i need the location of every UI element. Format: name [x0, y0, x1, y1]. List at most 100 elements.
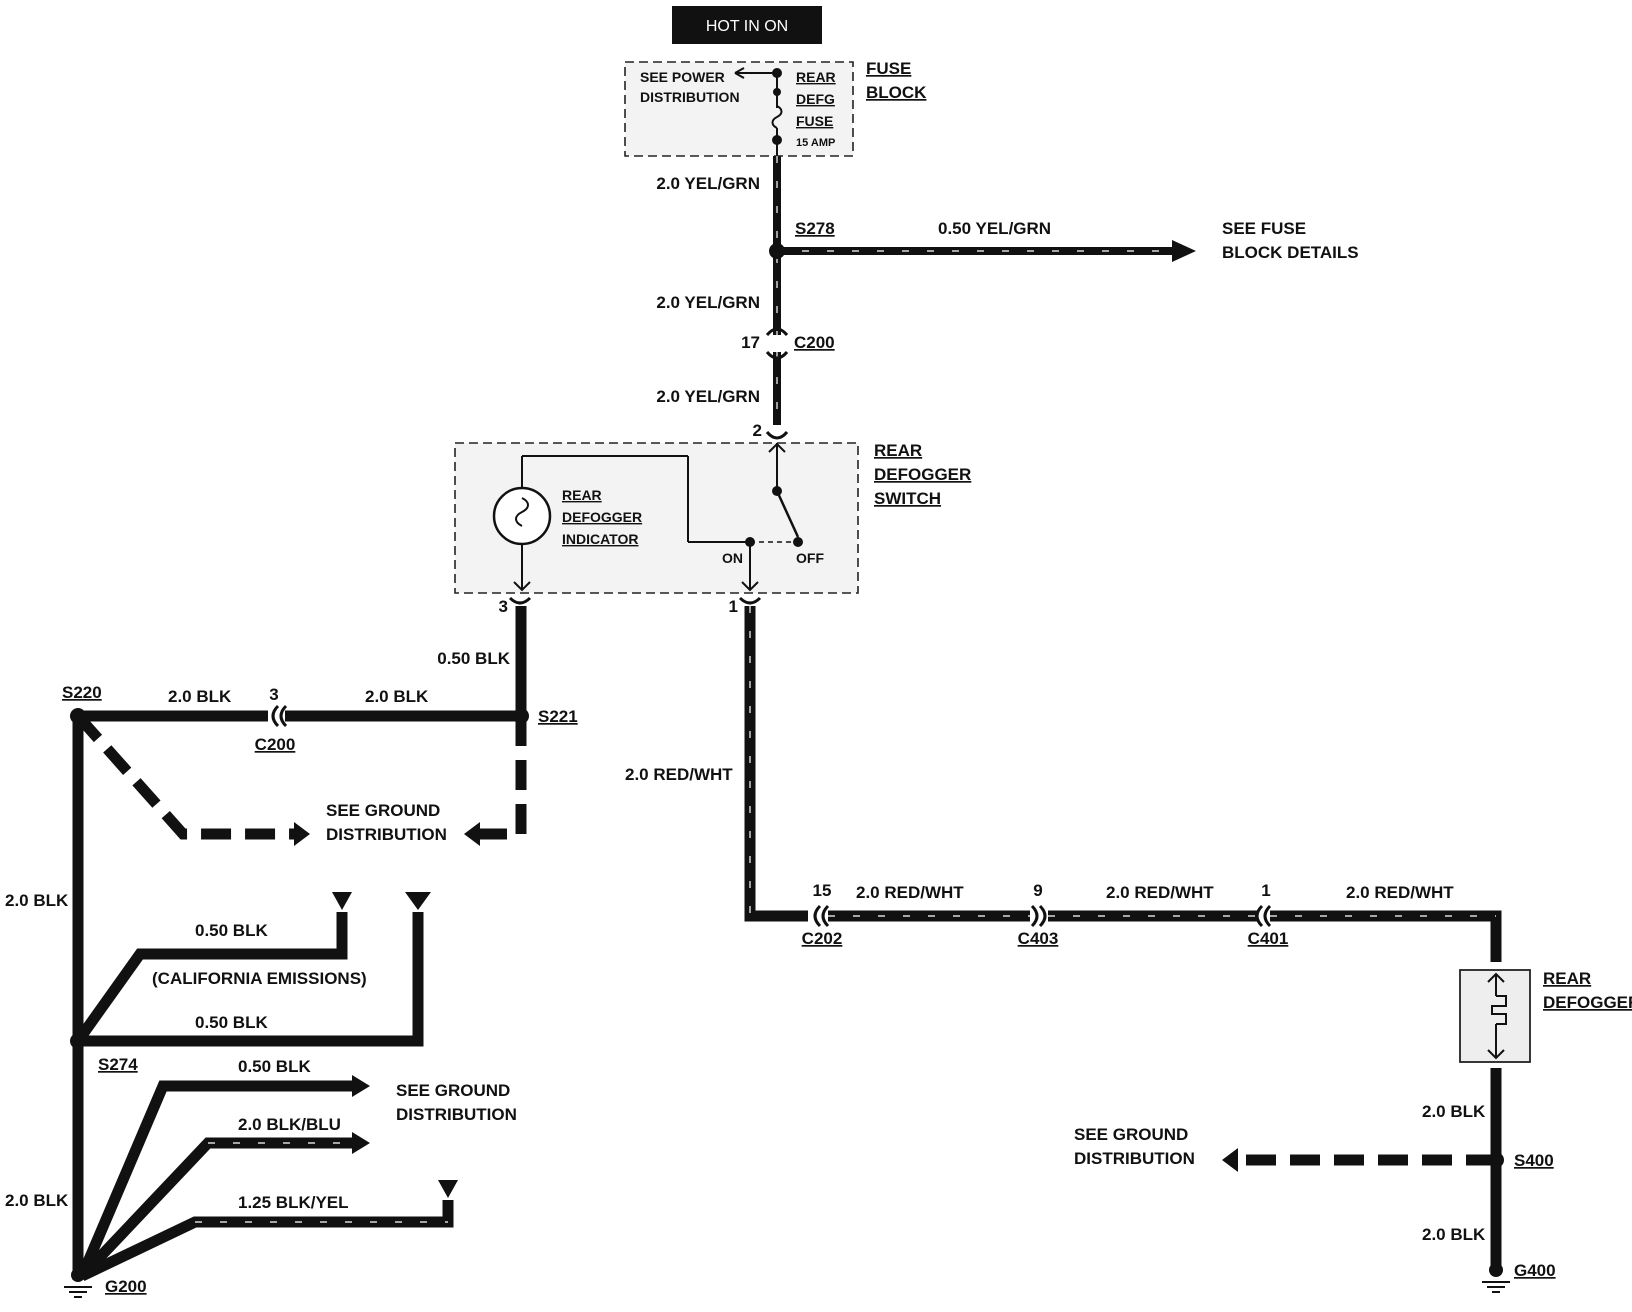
wire-label-c200-to-s221: 2.0 BLK: [365, 687, 429, 706]
splice-s400-label: S400: [1514, 1151, 1554, 1170]
fuse-details-arrow-icon: [1172, 240, 1196, 262]
fuse-see-power-line2: DISTRIBUTION: [640, 89, 740, 105]
see-ground-mid-line2: DISTRIBUTION: [396, 1105, 517, 1124]
fuse-block-title-line1: FUSE: [866, 59, 911, 78]
c200-left-label: C200: [255, 735, 296, 754]
wire-label-s220-to-s274: 2.0 BLK: [5, 891, 69, 910]
see-ground-upper-line2: DISTRIBUTION: [326, 825, 447, 844]
wire-label-switch-pin3: 0.50 BLK: [437, 649, 510, 668]
c202-label: C202: [802, 929, 843, 948]
ground-g200-label: G200: [105, 1277, 147, 1296]
splice-s278-label: S278: [795, 219, 835, 238]
indicator-name-line3: INDICATOR: [562, 531, 638, 547]
splice-s278-group: S278 0.50 YEL/GRN SEE FUSE BLOCK DETAILS: [769, 219, 1359, 262]
wire-label-switch-pin1: 2.0 RED/WHT: [625, 765, 733, 784]
wire-label-s278-to-c200: 2.0 YEL/GRN: [656, 293, 760, 312]
hot-in-on-label: HOT IN ON: [706, 18, 788, 35]
wire-label-s278-branch: 0.50 YEL/GRN: [938, 219, 1051, 238]
wire-label-defogger-to-s400: 2.0 BLK: [1422, 1102, 1486, 1121]
ground-g400-icon: [1482, 1263, 1510, 1293]
see-ground-right-line2: DISTRIBUTION: [1074, 1149, 1195, 1168]
see-fuse-details-line2: BLOCK DETAILS: [1222, 243, 1359, 262]
c401-label: C401: [1248, 929, 1289, 948]
c403-label: C403: [1018, 929, 1059, 948]
indicator-lamp-icon: [492, 486, 552, 546]
fuse-block: SEE POWER DISTRIBUTION REAR DEFG FUSE 15…: [624, 59, 927, 157]
fuse-name-line2: DEFG: [796, 91, 835, 107]
switch-pin-3: 3: [499, 597, 508, 616]
ground-dist-right-arrow-icon: [1222, 1148, 1238, 1172]
c403-pin: 9: [1033, 881, 1042, 900]
c401-pin: 1: [1261, 881, 1270, 900]
see-ground-right-line1: SEE GROUND: [1074, 1125, 1188, 1144]
ground-dist-arrow-right-icon: [464, 822, 480, 846]
fuse-block-title-line2: BLOCK: [866, 83, 927, 102]
fuse-element-icon: [771, 105, 783, 129]
see-ground-upper-line1: SEE GROUND: [326, 801, 440, 820]
see-fuse-details-line1: SEE FUSE: [1222, 219, 1306, 238]
c200-top-pin: 17: [741, 333, 760, 352]
c200-left-pin: 3: [269, 685, 278, 704]
wire-label-g200-branch2: 2.0 BLK/BLU: [238, 1115, 341, 1134]
splice-s221-label: S221: [538, 707, 578, 726]
california-note: (CALIFORNIA EMISSIONS): [152, 969, 367, 988]
fuse-name-line3: FUSE: [796, 113, 833, 129]
ground-g200-icon: [64, 1268, 92, 1298]
splice-s220: [70, 708, 86, 724]
ground-g400-label: G400: [1514, 1261, 1556, 1280]
wire-label-s400-to-g400: 2.0 BLK: [1422, 1225, 1486, 1244]
ground-circuit-left: 0.50 BLK S221 2.0 BLK 2.0 BLK 3 C200 SEE…: [5, 596, 578, 1298]
rear-defogger-switch: 2 REAR DEFOGGER INDICATOR ON OFF REAR DE…: [454, 421, 971, 616]
switch-title-line2: DEFOGGER: [874, 465, 971, 484]
switch-title-line1: REAR: [874, 441, 922, 460]
defogger-title-line1: REAR: [1543, 969, 1591, 988]
wire-label-c403-to-c401: 2.0 RED/WHT: [1106, 883, 1214, 902]
fuse-node-mid: [773, 88, 781, 96]
defogger-grid-icon: [1491, 995, 1507, 1025]
fuse-node-bottom: [772, 135, 782, 145]
wire-label-c401-to-defogger: 2.0 RED/WHT: [1346, 883, 1454, 902]
ground-dist-arrow-left-icon: [294, 822, 310, 846]
fuse-node-top: [772, 68, 782, 78]
fuse-see-power-line1: SEE POWER: [640, 69, 725, 85]
wire-label-fuse-to-s278: 2.0 YEL/GRN: [656, 174, 760, 193]
g200-branch3-arrow-icon: [438, 1180, 458, 1198]
g200-branch1-arrow-icon: [352, 1075, 370, 1097]
power-circuit-right: 2.0 RED/WHT 15 C202 2.0 RED/WHT 9 C403 2…: [625, 596, 1502, 962]
wire-label-c200-to-switch: 2.0 YEL/GRN: [656, 387, 760, 406]
indicator-name-line1: REAR: [562, 487, 602, 503]
wire-label-california: 0.50 BLK: [195, 921, 268, 940]
ground-circuit-right: 2.0 BLK S400 SEE GROUND DISTRIBUTION 2.0…: [1074, 1068, 1556, 1293]
california-ground-arrow-icon: [332, 892, 352, 910]
c200-top-label: C200: [794, 333, 835, 352]
indicator-name-line2: DEFOGGER: [562, 509, 642, 525]
switch-lever-icon: [775, 490, 800, 538]
yel-grn-feed: 2.0 YEL/GRN 2.0 YEL/GRN 2.0 YEL/GRN: [656, 156, 781, 425]
hot-in-on-header: HOT IN ON: [672, 6, 822, 44]
g200-branch2-arrow-icon: [352, 1132, 370, 1154]
switch-pin-1: 1: [729, 597, 738, 616]
splice-s274-label: S274: [98, 1055, 138, 1074]
wire-label-s220-to-c200: 2.0 BLK: [168, 687, 232, 706]
fuse-name-line1: REAR: [796, 69, 836, 85]
switch-on-label: ON: [722, 550, 743, 566]
wire-label-c202-to-c403: 2.0 RED/WHT: [856, 883, 964, 902]
wire-label-s274-to-g200: 2.0 BLK: [5, 1191, 69, 1210]
connector-c200-top: 17 C200: [741, 327, 835, 360]
splice-s278: [769, 243, 785, 259]
rear-defogger: REAR DEFOGGER: [1459, 969, 1632, 1063]
switch-pin-2: 2: [753, 421, 762, 440]
switch-off-contact: [793, 537, 803, 547]
wire-label-g200-branch3: 1.25 BLK/YEL: [238, 1193, 349, 1212]
power-arrow-icon: [734, 67, 745, 79]
fuse-rating: 15 AMP: [796, 137, 835, 149]
wire-label-s274-branch: 0.50 BLK: [195, 1013, 268, 1032]
s274-ground-arrow-icon: [405, 892, 431, 910]
switch-title-line3: SWITCH: [874, 489, 941, 508]
splice-s220-label: S220: [62, 683, 102, 702]
wire-label-g200-branch1: 0.50 BLK: [238, 1057, 311, 1076]
switch-off-label: OFF: [796, 550, 824, 566]
c202-pin: 15: [813, 881, 832, 900]
see-ground-mid-line1: SEE GROUND: [396, 1081, 510, 1100]
